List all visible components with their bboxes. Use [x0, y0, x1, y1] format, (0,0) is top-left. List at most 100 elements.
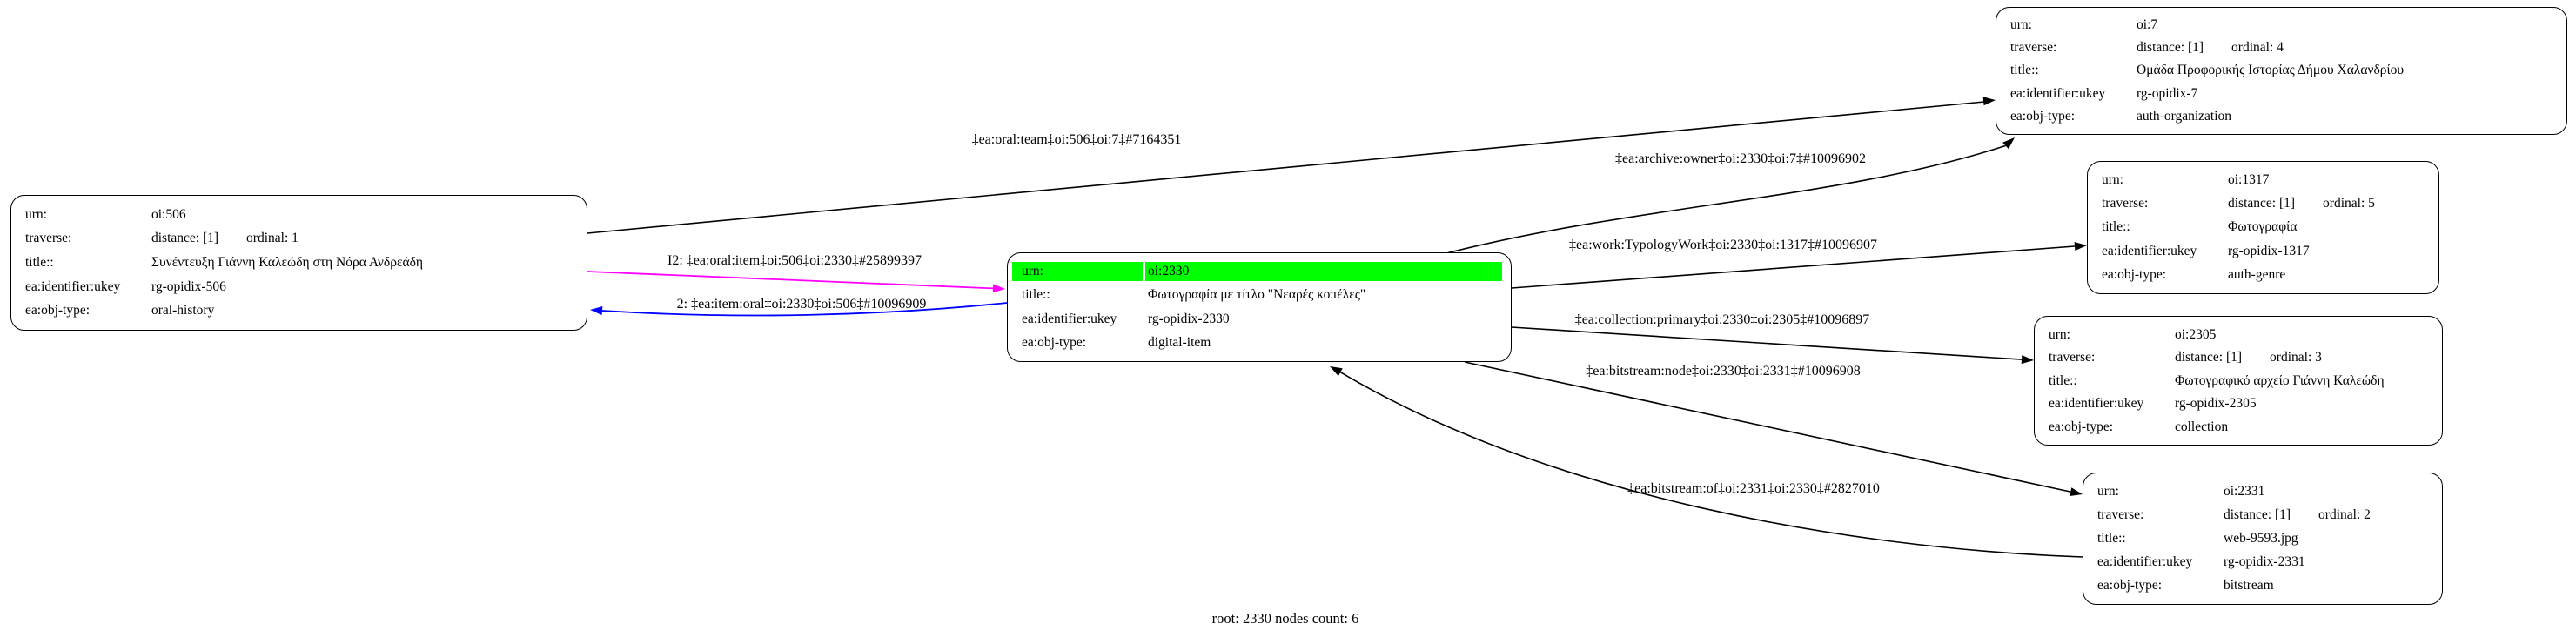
field-key: urn:	[2010, 17, 2032, 33]
field-value: Συνέντευξη Γιάννη Καλεώδη στη Νόρα Ανδρε…	[151, 254, 423, 270]
traverse-ordinal: ordinal: 3	[2270, 350, 2322, 365]
arrowhead-oral-item	[992, 284, 1005, 293]
field-key: traverse:	[2097, 507, 2144, 522]
node-oi-1317[interactable]: urn: oi:1317 traverse: distance: [1]ordi…	[2087, 161, 2439, 294]
field-urn: urn: oi:1317	[2092, 171, 2430, 190]
arrowhead-bitstream-of	[1330, 366, 1343, 377]
node-oi-2305[interactable]: urn: oi:2305 traverse: distance: [1]ordi…	[2034, 316, 2443, 446]
field-value: oi:2305	[2175, 326, 2217, 342]
field-urn: urn: oi:506	[16, 205, 578, 225]
field-key: ea:identifier:ukey	[25, 278, 121, 294]
traverse-distance: distance: [1]	[2137, 40, 2204, 56]
edge-collection-primary	[1511, 326, 2023, 360]
field-objtype: ea:obj-type: oral-history	[16, 301, 578, 320]
edge-label-work-typology: ‡ea:work:TypologyWork‡oi:2330‡oi:1317‡#1…	[1568, 238, 1878, 252]
field-traverse: traverse: distance: [1]ordinal: 5	[2092, 194, 2430, 213]
field-value: oi:7	[2137, 17, 2158, 33]
field-title: title:: web-9593.jpg	[2088, 529, 2433, 548]
field-key: ea:obj-type:	[2010, 108, 2076, 124]
edge-work-typology	[1511, 245, 2076, 289]
graph-caption: root: 2330 nodes count: 6	[1211, 610, 1359, 627]
traverse-ordinal: ordinal: 4	[2231, 40, 2284, 56]
field-key: ea:identifier:ukey	[2049, 396, 2144, 411]
field-value: Ομάδα Προφορικής Ιστορίας Δήμου Χαλανδρί…	[2137, 63, 2405, 78]
field-key: urn:	[1012, 262, 1143, 282]
field-key: ea:identifier:ukey	[2097, 554, 2193, 569]
node-oi-7[interactable]: urn: oi:7 traverse: distance: [1] ordinal…	[1996, 7, 2567, 135]
edge-bitstream-node	[1464, 361, 2071, 493]
arrowhead-bitstream-node	[2070, 487, 2083, 496]
field-key: ea:obj-type:	[25, 303, 91, 318]
field-objtype: ea:obj-type: collection	[2039, 418, 2433, 437]
field-ukey: ea:identifier:ukey rg-opidix-2305	[2039, 394, 2433, 413]
arrowhead-archive-owner	[2002, 137, 2015, 150]
field-key: ea:obj-type:	[1022, 334, 1087, 350]
arrowhead-item-oral	[590, 306, 603, 315]
field-value: distance: [1]ordinal: 5	[2225, 194, 2430, 213]
field-title: title:: Ομάδα Προφορικής Ιστορίας Δήμου …	[2001, 61, 2558, 80]
field-traverse: traverse: distance: [1] ordinal: 4	[2001, 38, 2558, 57]
field-key: title::	[25, 254, 54, 270]
field-title: title:: Φωτογραφικό αρχείο Γιάννη Καλεώδ…	[2039, 372, 2433, 391]
field-value: auth-organization	[2137, 108, 2232, 124]
field-traverse: traverse: distance: [1]ordinal: 2	[2088, 506, 2433, 525]
field-title: title:: Φωτογραφία με τίτλο "Νεαρές κοπέ…	[1012, 285, 1502, 305]
field-traverse: traverse: distance: [1] ordinal: 1	[16, 229, 578, 248]
field-value: digital-item	[1148, 334, 1211, 350]
edge-bitstream-of	[1339, 372, 2083, 558]
edge-label-oral-item: I2: ‡ea:oral:item‡oi:506‡oi:2330‡#258993…	[667, 253, 922, 268]
field-key: title::	[2097, 531, 2126, 546]
field-value: distance: [1]ordinal: 2	[2221, 506, 2433, 525]
field-key: ea:obj-type:	[2049, 419, 2114, 434]
field-key: title::	[2010, 63, 2039, 78]
edge-label-archive-owner: ‡ea:archive:owner‡oi:2330‡oi:7‡#10096902	[1615, 151, 1866, 166]
field-objtype: ea:obj-type: bitstream	[2088, 576, 2433, 595]
field-value: rg-opidix-506	[151, 278, 226, 294]
field-value: rg-opidix-2305	[2175, 396, 2257, 411]
node-oi-2331[interactable]: urn: oi:2331 traverse: distance: [1]ordi…	[2083, 473, 2443, 605]
arrowhead-oral-team	[1982, 97, 1996, 106]
traverse-ordinal: ordinal: 2	[2318, 507, 2371, 522]
field-value: distance: [1] ordinal: 4	[2134, 38, 2558, 57]
edge-label-bitstream-of: ‡ea:bitstream:of‡oi:2331‡oi:2330‡#282701…	[1627, 481, 1880, 496]
field-urn-highlighted: urn: oi:2330	[1012, 262, 1502, 282]
field-key: title::	[2102, 219, 2130, 235]
field-value: oi:506	[151, 206, 186, 222]
edge-oral-team	[587, 101, 1985, 234]
traverse-distance: distance: [1]	[2175, 350, 2243, 365]
field-title: title:: Φωτογραφία	[2092, 218, 2430, 237]
field-traverse: traverse: distance: [1]ordinal: 3	[2039, 348, 2433, 367]
field-value: web-9593.jpg	[2224, 531, 2298, 546]
field-key: urn:	[2097, 484, 2119, 499]
edge-label-oral-team: ‡ea:oral:team‡oi:506‡oi:7‡#7164351	[971, 132, 1182, 147]
traverse-ordinal: ordinal: 1	[246, 231, 299, 246]
field-ukey: ea:identifier:ukey rg-opidix-2331	[2088, 553, 2433, 572]
field-value: Φωτογραφία με τίτλο "Νεαρές κοπέλες"	[1148, 287, 1366, 303]
field-key: traverse:	[2010, 40, 2057, 56]
field-value: oi:1317	[2228, 172, 2270, 188]
node-oi-2330[interactable]: urn: oi:2330 title:: Φωτογραφία με τίτλο…	[1007, 252, 1512, 362]
field-key: title::	[2049, 372, 2077, 388]
field-urn: urn: oi:7	[2001, 16, 2558, 35]
field-ukey: ea:identifier:ukey rg-opidix-1317	[2092, 242, 2430, 261]
field-value: Φωτογραφικό αρχείο Γιάννη Καλεώδη	[2175, 372, 2385, 388]
node-oi-506[interactable]: urn: oi:506 traverse: distance: [1] ordin…	[10, 195, 587, 331]
field-value: bitstream	[2224, 578, 2274, 593]
edge-label-bitstream-node: ‡ea:bitstream:node‡oi:2330‡oi:2331‡#1009…	[1586, 364, 1861, 379]
edge-label-collection-primary: ‡ea:collection:primary‡oi:2330‡oi:2305‡#…	[1574, 312, 1870, 327]
field-ukey: ea:identifier:ukey rg-opidix-506	[16, 278, 578, 297]
field-value: rg-opidix-2330	[1148, 311, 1230, 326]
field-key: traverse:	[25, 231, 72, 246]
field-urn: urn: oi:2331	[2088, 482, 2433, 501]
field-key: ea:identifier:ukey	[2010, 85, 2106, 101]
traverse-ordinal: ordinal: 5	[2323, 196, 2375, 211]
field-key: urn:	[2049, 326, 2070, 342]
traverse-distance: distance: [1]	[151, 231, 219, 246]
field-value: oi:2331	[2224, 484, 2265, 499]
field-objtype: ea:obj-type: auth-genre	[2092, 265, 2430, 285]
edge-item-oral	[601, 302, 1008, 317]
field-ukey: ea:identifier:ukey rg-opidix-7	[2001, 84, 2558, 104]
field-key: ea:obj-type:	[2097, 578, 2163, 593]
